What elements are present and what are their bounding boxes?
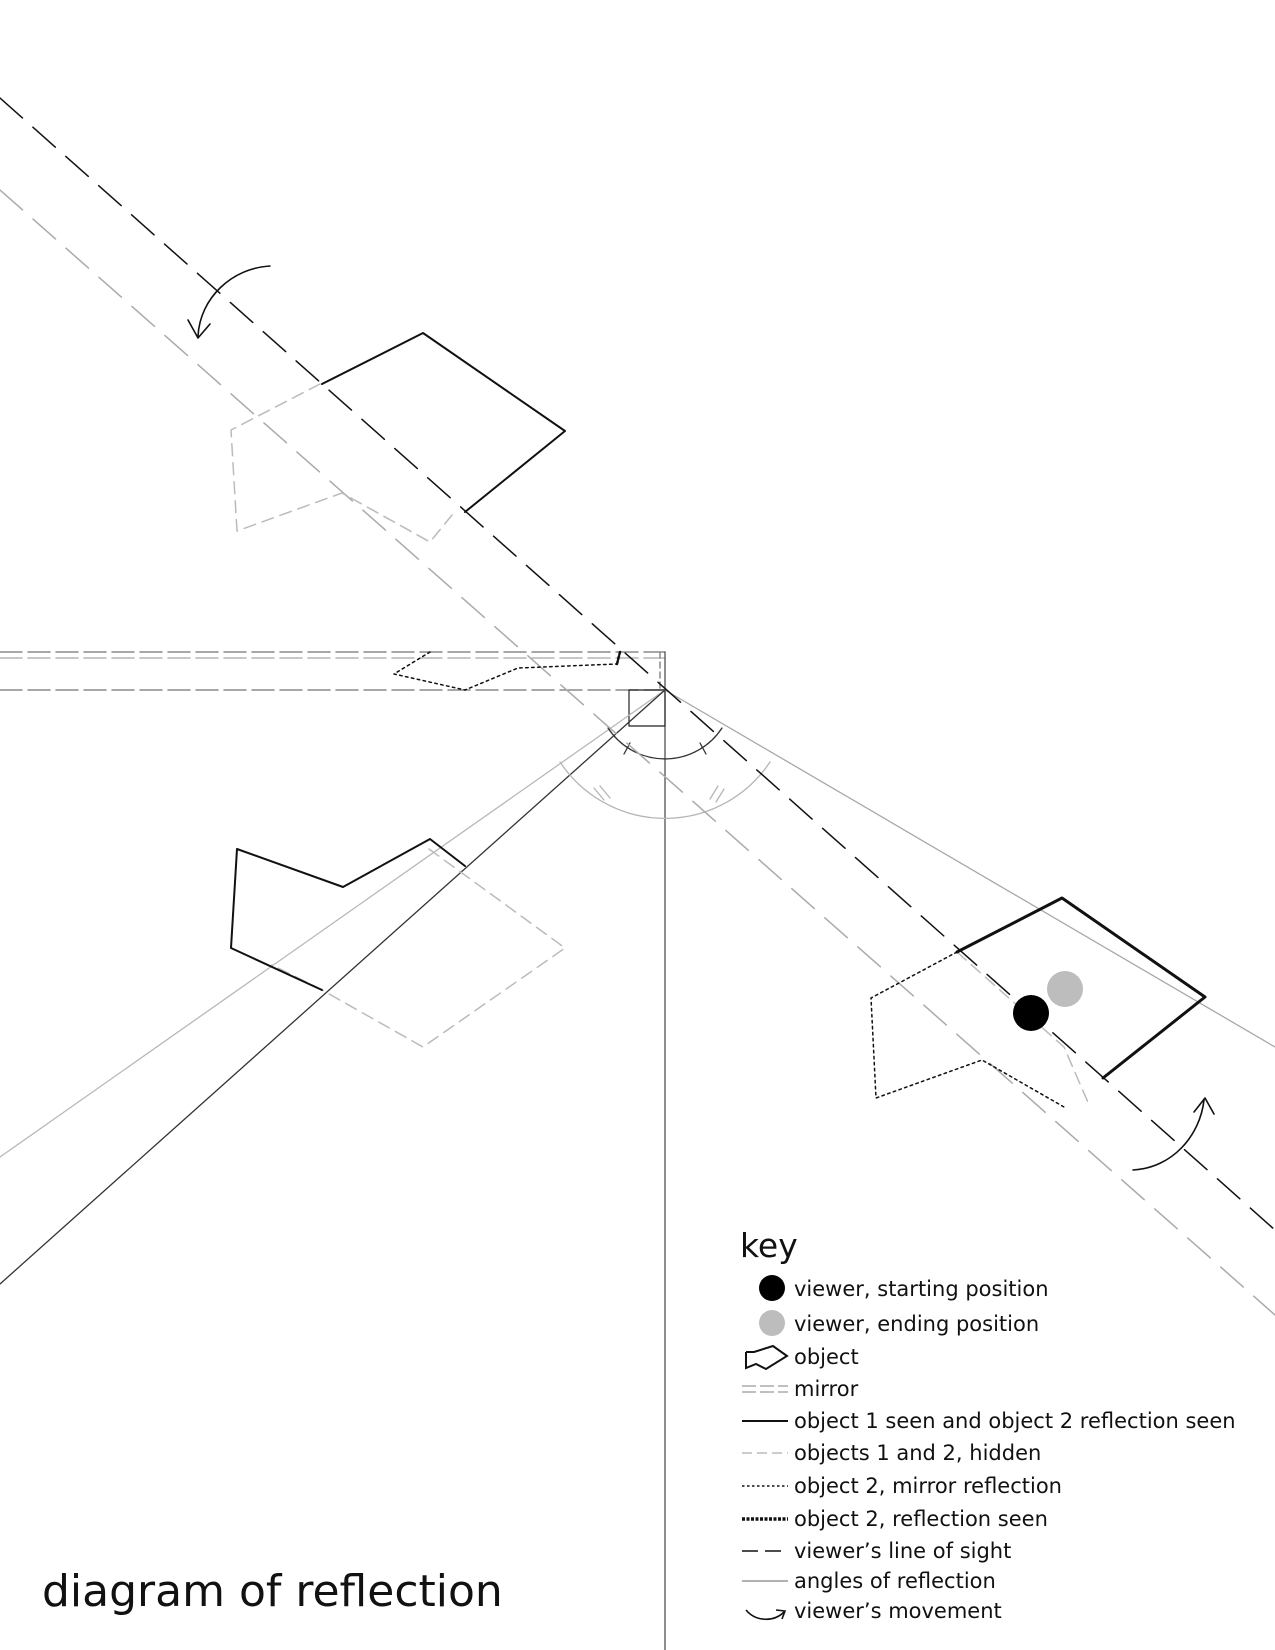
key-item-object: object bbox=[740, 1342, 859, 1372]
object-1-seen bbox=[321, 332, 566, 513]
key-item-mirror-reflection: object 2, mirror reflection bbox=[740, 1471, 1062, 1501]
key-label: angles of reflection bbox=[794, 1569, 996, 1593]
object-swatch bbox=[745, 1344, 789, 1371]
key-label: object 1 seen and object 2 reflection se… bbox=[794, 1409, 1236, 1433]
key-item-mirror: mirror bbox=[740, 1374, 858, 1404]
lines-of-sight bbox=[0, 97, 1275, 1316]
line-of-sight-swatch bbox=[742, 1550, 788, 1552]
key-label: viewer’s movement bbox=[794, 1599, 1002, 1623]
line-of-sight-start bbox=[0, 97, 1275, 1231]
mirror-reflection-swatch bbox=[742, 1485, 788, 1487]
mirror-swatch bbox=[742, 1385, 788, 1393]
key-label: object bbox=[794, 1345, 859, 1369]
object-2-reflection-seen bbox=[230, 838, 466, 991]
reflection-seen-swatch bbox=[742, 1517, 788, 1521]
diagram-title: diagram of reflection bbox=[42, 1566, 503, 1617]
mirror bbox=[0, 651, 666, 1650]
key-item-reflection-seen: object 2, reflection seen bbox=[740, 1504, 1048, 1534]
angles-of-reflection bbox=[0, 689, 1275, 1285]
movement-arrow-upper bbox=[197, 265, 271, 337]
key-label: object 2, reflection seen bbox=[794, 1507, 1048, 1531]
key-label: object 2, mirror reflection bbox=[794, 1474, 1062, 1498]
key-item-line-of-sight: viewer’s line of sight bbox=[740, 1536, 1011, 1566]
hidden-objects bbox=[230, 383, 1091, 1108]
key-item-angles: angles of reflection bbox=[740, 1566, 996, 1596]
key-item-movement: viewer’s movement bbox=[740, 1596, 1002, 1626]
object-2-mirror-reflection bbox=[393, 651, 1065, 1108]
key-label: objects 1 and 2, hidden bbox=[794, 1441, 1042, 1465]
key-legend: key viewer, starting position viewer, en… bbox=[740, 1226, 1260, 1623]
key-item-hidden: objects 1 and 2, hidden bbox=[740, 1438, 1041, 1468]
viewer-starting-position bbox=[1013, 995, 1049, 1031]
key-item-viewer-start: viewer, starting position bbox=[740, 1274, 1049, 1304]
hidden-swatch bbox=[742, 1452, 788, 1454]
object-2-reflection-seen-in-mirror bbox=[615, 650, 622, 666]
movement-swatch bbox=[745, 1609, 787, 1621]
viewer-ending-position bbox=[1047, 971, 1083, 1007]
viewer-end-swatch bbox=[759, 1310, 785, 1336]
key-heading: key bbox=[740, 1226, 798, 1265]
viewer-start-swatch bbox=[759, 1275, 785, 1301]
key-label: viewer, starting position bbox=[794, 1277, 1049, 1301]
key-label: viewer’s line of sight bbox=[794, 1539, 1012, 1563]
movement-arrow-lower bbox=[1132, 1099, 1205, 1171]
line-of-sight-end bbox=[0, 189, 1275, 1316]
viewer-object-seen bbox=[955, 896, 1207, 1080]
seen-swatch bbox=[742, 1420, 788, 1422]
key-label: viewer, ending position bbox=[794, 1312, 1040, 1336]
angles-swatch bbox=[742, 1580, 788, 1582]
viewer-movement bbox=[187, 265, 1215, 1171]
key-item-seen: object 1 seen and object 2 reflection se… bbox=[740, 1406, 1236, 1436]
key-item-viewer-end: viewer, ending position bbox=[740, 1309, 1039, 1339]
key-label: mirror bbox=[794, 1377, 859, 1401]
right-angle-marker bbox=[628, 689, 666, 727]
